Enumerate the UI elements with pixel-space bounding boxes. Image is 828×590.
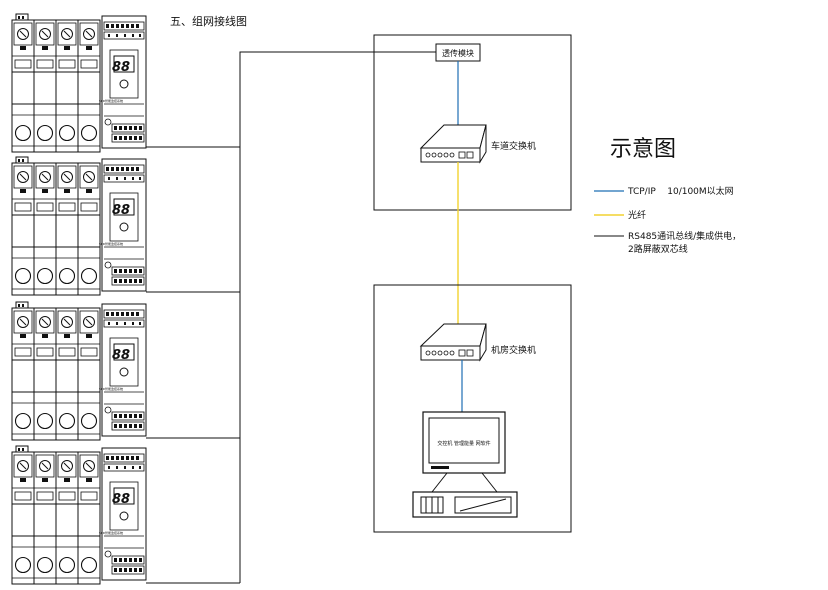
rs485-bus-wiring <box>146 51 436 584</box>
spd-device-2: 88 SPD智能监控系统 <box>12 157 146 295</box>
legend-ethernet-label: TCP/IP 10/100M以太网 <box>627 185 734 197</box>
device-4-display: 88 <box>112 492 130 507</box>
lane-switch-label: 车道交换机 <box>491 140 536 152</box>
device-3-display: 88 <box>112 348 130 363</box>
legend: 示意图 TCP/IP 10/100M以太网 光纤 RS485通讯总线/集成供电，… <box>594 137 741 255</box>
legend-title: 示意图 <box>610 137 676 162</box>
spd-device-1: 88 SPD智能监控系统 <box>12 14 146 152</box>
device-3-tag: SPD智能监控系统 <box>99 386 123 391</box>
lane-cabinet-box <box>373 34 572 211</box>
computer-monitor: 交控机 管理能量 网软件 <box>422 411 506 493</box>
machine-room-box <box>373 284 572 533</box>
transparent-module: 透传模块 <box>435 43 481 62</box>
device-1-tag: SPD智能监控系统 <box>99 98 123 103</box>
legend-rs485-label-line2: 2路屏蔽双芯线 <box>628 243 688 255</box>
spd-device-4: 88 SPD智能监控系统 <box>12 446 146 584</box>
spd-device-3: 88 SPD智能监控系统 <box>12 302 146 440</box>
lane-switch: 车道交换机 <box>419 124 536 164</box>
device-1-display: 88 <box>112 60 130 75</box>
monitor-screen-text: 交控机 管理能量 网软件 <box>437 440 490 447</box>
room-switch-label: 机房交换机 <box>491 344 536 356</box>
room-switch: 机房交换机 <box>419 323 536 362</box>
computer-host <box>412 491 518 518</box>
device-4-tag: SPD智能监控系统 <box>99 530 123 535</box>
transparent-module-label: 透传模块 <box>442 48 474 58</box>
legend-rs485-label: RS485通讯总线/集成供电， <box>628 230 741 242</box>
legend-fiber-label: 光纤 <box>628 209 646 221</box>
device-2-tag: SPD智能监控系统 <box>99 241 123 246</box>
section-title: 五、组网接线图 <box>170 14 247 28</box>
device-2-display: 88 <box>112 203 130 218</box>
